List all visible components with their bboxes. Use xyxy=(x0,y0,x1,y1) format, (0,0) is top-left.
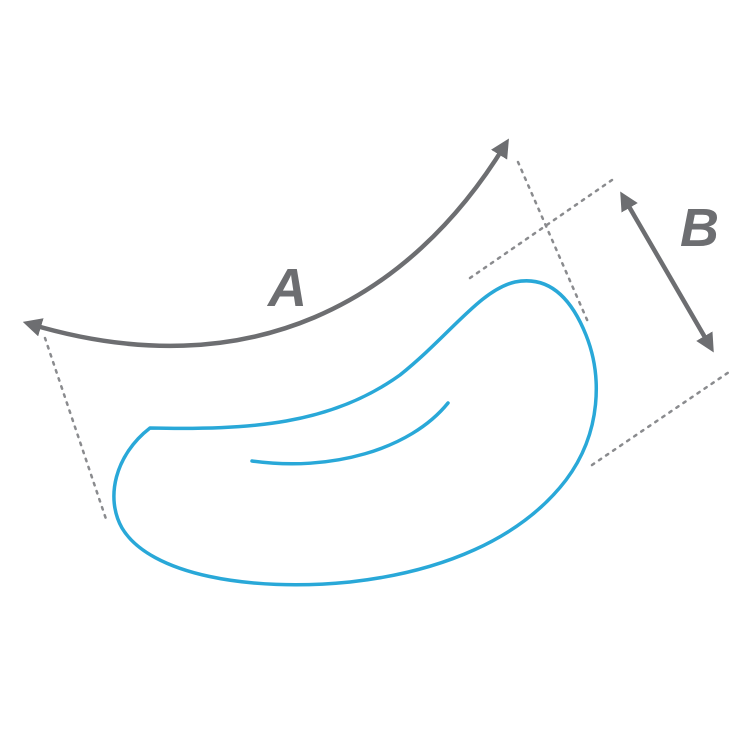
guide-line-a-left xyxy=(43,336,109,524)
guide-line-b-top xyxy=(468,178,614,280)
guide-line-a-right xyxy=(516,160,590,324)
guide-line-b-bottom xyxy=(590,368,734,467)
dimension-b-arrow xyxy=(620,191,714,353)
dimension-a-arrow xyxy=(22,138,509,349)
eye-patch-inner-crease xyxy=(250,401,450,466)
eye-patch-outline xyxy=(112,279,598,587)
dimension-b-label: B xyxy=(680,198,719,258)
dimension-a-label: A xyxy=(266,258,307,318)
